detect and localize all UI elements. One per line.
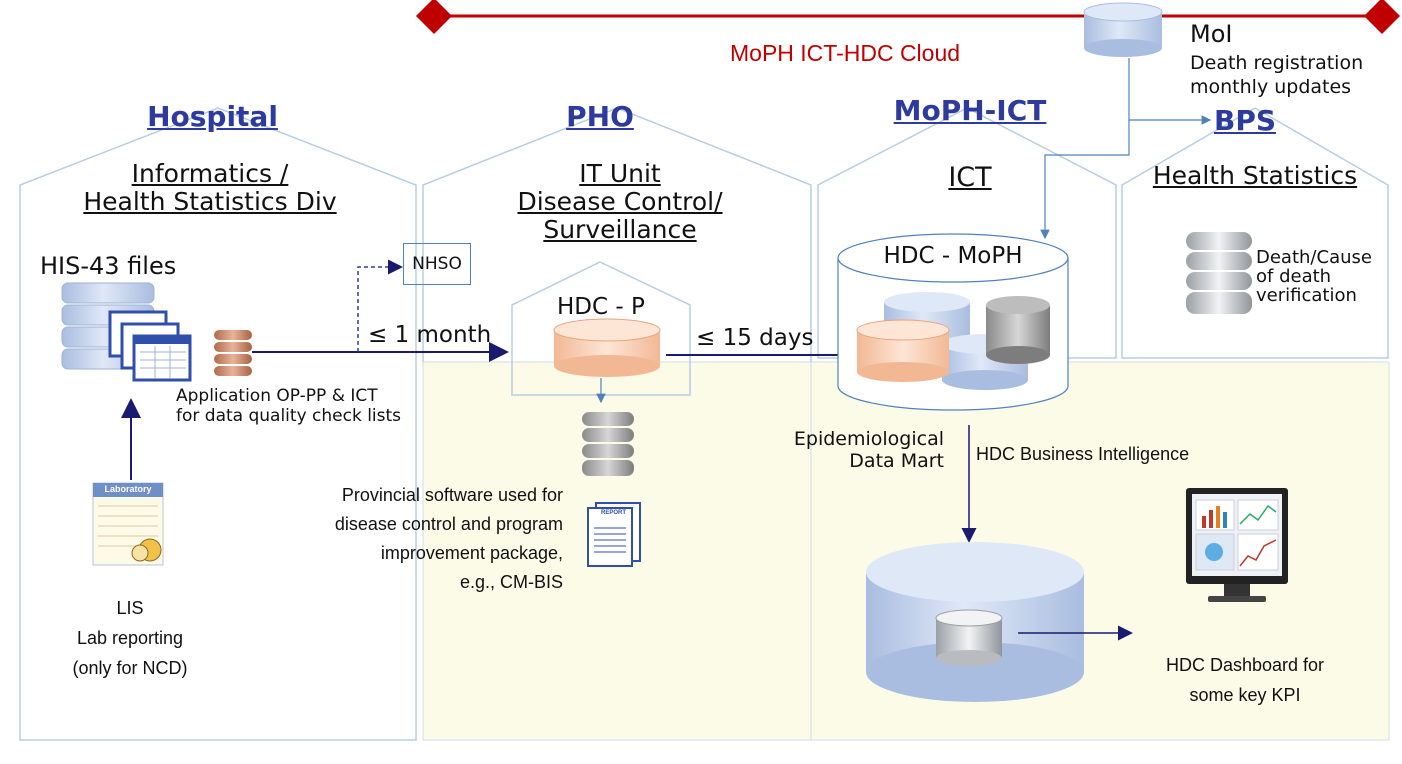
bps-title: BPS bbox=[1213, 104, 1277, 137]
hdc-moph-label: HDC - MoPH bbox=[883, 243, 1023, 269]
epi-line1: Epidemiological bbox=[793, 428, 944, 450]
pho-title: PHO bbox=[566, 100, 634, 133]
moi-title: MoI bbox=[1190, 20, 1233, 48]
monitor-dashboard-icon bbox=[1186, 488, 1288, 602]
app-label: Application OP-PP & ICT for data quality… bbox=[176, 386, 401, 426]
app-line2: for data quality check lists bbox=[176, 406, 402, 426]
bi-label: HDC Business Intelligence bbox=[976, 444, 1190, 464]
spreadsheet-icon bbox=[108, 310, 192, 382]
bps-subtitle: Health Statistics bbox=[1152, 161, 1358, 190]
hdcp-database-icon bbox=[553, 318, 661, 377]
lab-card-title: Laboratory bbox=[104, 484, 152, 494]
death-verification-label: Death/Cause of death verification bbox=[1256, 248, 1372, 305]
death-line3: verification bbox=[1256, 285, 1357, 306]
hospital-subtitle: Informatics / Health Statistics Div bbox=[40, 160, 380, 216]
hospital-house-outline bbox=[19, 107, 417, 741]
death-line2: of death bbox=[1256, 266, 1332, 287]
pho-sub3: Surveillance bbox=[543, 215, 697, 244]
provincial-software-label: Provincial software used for disease con… bbox=[250, 481, 563, 597]
datamart-inner-database-icon bbox=[935, 609, 1003, 666]
prov-line3: improvement package, bbox=[380, 543, 563, 563]
fifteen-days-label: ≤ 15 days bbox=[696, 325, 814, 351]
provincial-database-icon bbox=[582, 412, 634, 476]
pho-sub2: Disease Control/ bbox=[517, 187, 723, 216]
dash-line1: HDC Dashboard for bbox=[1165, 655, 1325, 675]
moi-database-icon bbox=[1083, 2, 1163, 57]
cloud-label: MoPH ICT-HDC Cloud bbox=[730, 40, 961, 66]
moi-line1: Death registration bbox=[1190, 52, 1364, 74]
death-line1: Death/Cause bbox=[1256, 247, 1372, 268]
app-line1: Application OP-PP & ICT bbox=[176, 386, 378, 406]
epi-datamart-label: Epidemiological Data Mart bbox=[742, 428, 944, 472]
prov-line4: e.g., CM-BIS bbox=[459, 572, 563, 592]
moph-gray-database-icon bbox=[986, 296, 1050, 364]
hospital-title: Hospital bbox=[147, 100, 278, 133]
hdcp-label: HDC - P bbox=[557, 294, 645, 320]
dashboard-label: HDC Dashboard for some key KPI bbox=[1140, 650, 1350, 710]
pho-sub1: IT Unit bbox=[579, 159, 661, 188]
report-document-icon bbox=[587, 502, 641, 567]
pho-house-outline bbox=[422, 107, 812, 362]
to-nhso-arrow bbox=[357, 259, 403, 352]
lis-label: LIS Lab reporting (only for NCD) bbox=[40, 593, 220, 683]
app-database-icon bbox=[214, 330, 252, 376]
his-files-label: HIS-43 files bbox=[40, 252, 177, 280]
hospital-sub2: Health Statistics Div bbox=[83, 187, 337, 216]
prov-line1: Provincial software used for bbox=[341, 485, 563, 505]
prov-line2: disease control and program bbox=[334, 514, 563, 534]
hospital-sub1: Informatics / bbox=[131, 159, 289, 188]
lis-line2: Lab reporting bbox=[76, 628, 184, 648]
moi-line2: monthly updates bbox=[1190, 76, 1352, 98]
moph-subtitle: ICT bbox=[948, 162, 992, 193]
hdcp-house-outline bbox=[511, 261, 691, 396]
one-month-label: ≤ 1 month bbox=[368, 322, 492, 348]
report-icon-label: REPORT bbox=[601, 510, 627, 516]
dash-line2: some key KPI bbox=[1189, 685, 1301, 705]
nhso-box: NHSO bbox=[403, 243, 471, 285]
laboratory-card-icon bbox=[92, 482, 164, 566]
moi-to-hdc-arrow bbox=[1040, 120, 1130, 240]
moph-orange-database-icon bbox=[856, 319, 950, 382]
lis-line1: LIS bbox=[116, 598, 144, 618]
pho-subtitle: IT Unit Disease Control/ Surveillance bbox=[470, 160, 770, 244]
bps-database-icon bbox=[1186, 232, 1252, 314]
bps-house-outline bbox=[1121, 107, 1389, 359]
moi-desc: Death registration monthly updates bbox=[1190, 51, 1363, 99]
moph-title: MoPH-ICT bbox=[893, 94, 1047, 127]
lis-line3: (only for NCD) bbox=[72, 658, 188, 678]
epi-line2: Data Mart bbox=[849, 450, 944, 472]
